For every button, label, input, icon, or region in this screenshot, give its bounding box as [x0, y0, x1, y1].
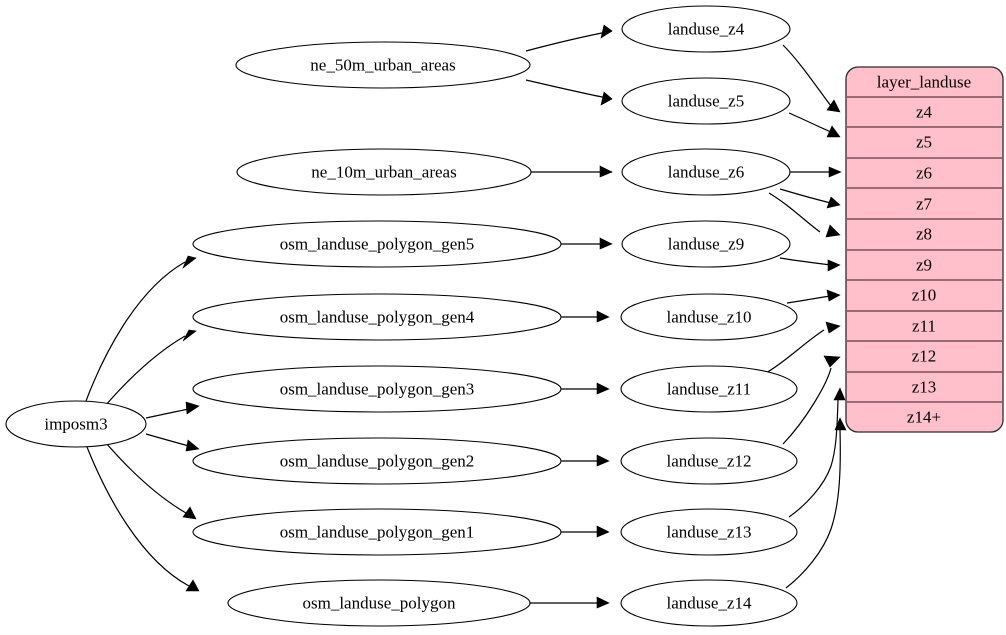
- table-row-z8[interactable]: z8: [916, 225, 932, 244]
- node-landuse-z9[interactable]: landuse_z9: [621, 220, 791, 268]
- node-landuse-z4[interactable]: landuse_z4: [621, 5, 791, 53]
- edge-imposm3-to-gen5: [85, 255, 197, 402]
- edge-ne10m-to-landuse-z6: [531, 165, 613, 178]
- node-landuse-z9-label: landuse_z9: [668, 235, 744, 254]
- edge-landuse-z14-to-row-z14plus: [785, 417, 847, 589]
- node-ne-10m-urban-areas-label: ne_10m_urban_areas: [311, 163, 456, 182]
- table-row-z12[interactable]: z12: [912, 347, 937, 366]
- node-landuse-z13[interactable]: landuse_z13: [620, 508, 798, 556]
- edge-imposm3-to-gen1: [105, 442, 197, 520]
- node-osm-landuse-polygon-gen3[interactable]: osm_landuse_polygon_gen3: [192, 365, 562, 413]
- node-ne-10m-urban-areas[interactable]: ne_10m_urban_areas: [236, 148, 532, 196]
- node-imposm3-label: imposm3: [44, 415, 107, 434]
- edge-imposm3-to-gen4: [104, 329, 197, 407]
- node-landuse-z4-label: landuse_z4: [668, 20, 745, 39]
- node-osm-landuse-polygon-gen2-label: osm_landuse_polygon_gen2: [280, 452, 475, 471]
- edge-landuse-z13-to-row-z13: [788, 387, 846, 518]
- table-row-z10[interactable]: z10: [912, 286, 937, 305]
- node-osm-landuse-polygon[interactable]: osm_landuse_polygon: [227, 579, 531, 627]
- node-landuse-z6[interactable]: landuse_z6: [621, 148, 791, 196]
- node-landuse-z5[interactable]: landuse_z5: [621, 77, 791, 125]
- edge-gen5-to-landuse-z9: [561, 237, 613, 250]
- edge-gen4-to-landuse-z10: [561, 310, 610, 323]
- table-row-z7[interactable]: z7: [916, 195, 933, 214]
- source-nodes-group: imposm3 ne_50m_urban_areas ne_10m_urban_…: [5, 41, 562, 627]
- edge-osmlanduse-to-landuse-z14: [530, 596, 610, 609]
- edge-gen2-to-landuse-z12: [561, 454, 610, 467]
- edges-layer: [85, 24, 847, 609]
- edge-gen1-to-landuse-z13: [561, 525, 610, 538]
- table-row-z4[interactable]: z4: [916, 103, 933, 122]
- edge-ne50m-to-landuse-z4: [525, 24, 613, 52]
- node-osm-landuse-polygon-gen5[interactable]: osm_landuse_polygon_gen5: [192, 220, 562, 268]
- node-ne-50m-urban-areas-label: ne_50m_urban_areas: [310, 56, 455, 75]
- table-header-label: layer_landuse: [877, 73, 971, 92]
- edge-landuse-z6-to-row-z6: [790, 166, 842, 178]
- edge-gen3-to-landuse-z11: [561, 382, 610, 395]
- edge-imposm3-to-osm-landuse-polygon: [86, 446, 200, 592]
- node-landuse-z11-label: landuse_z11: [667, 380, 751, 399]
- table-row-z11[interactable]: z11: [912, 317, 936, 336]
- edge-landuse-z5-to-row-z5: [788, 112, 841, 138]
- edge-landuse-z12-to-row-z12: [782, 355, 841, 445]
- node-osm-landuse-polygon-gen1[interactable]: osm_landuse_polygon_gen1: [192, 508, 562, 556]
- edge-landuse-z11-to-row-z11: [765, 321, 841, 374]
- node-landuse-z11[interactable]: landuse_z11: [620, 365, 798, 413]
- intermediate-nodes-group: landuse_z4 landuse_z5 landuse_z6 landuse…: [620, 5, 798, 627]
- node-landuse-z13-label: landuse_z13: [667, 523, 752, 542]
- layer-landuse-table[interactable]: layer_landuse z4 z5 z6 z7 z8 z9 z10 z11 …: [845, 66, 1004, 433]
- node-landuse-z10-label: landuse_z10: [667, 308, 752, 327]
- node-landuse-z12-label: landuse_z12: [667, 452, 752, 471]
- table-row-z14plus[interactable]: z14+: [907, 408, 941, 427]
- table-row-z5[interactable]: z5: [916, 133, 932, 152]
- edge-ne50m-to-landuse-z5: [525, 79, 613, 106]
- edge-landuse-z6-to-row-z8: [768, 192, 841, 238]
- node-landuse-z10[interactable]: landuse_z10: [620, 293, 798, 341]
- node-imposm3[interactable]: imposm3: [5, 400, 147, 448]
- table-row-z6[interactable]: z6: [916, 164, 932, 183]
- node-landuse-z12[interactable]: landuse_z12: [620, 437, 798, 485]
- node-landuse-z14[interactable]: landuse_z14: [620, 579, 798, 627]
- node-osm-landuse-polygon-gen1-label: osm_landuse_polygon_gen1: [280, 523, 475, 542]
- node-osm-landuse-polygon-gen4-label: osm_landuse_polygon_gen4: [280, 308, 475, 327]
- edge-landuse-z9-to-row-z9: [779, 257, 841, 272]
- node-landuse-z5-label: landuse_z5: [668, 92, 744, 111]
- node-osm-landuse-polygon-gen4[interactable]: osm_landuse_polygon_gen4: [192, 293, 562, 341]
- edge-imposm3-to-gen3: [145, 401, 200, 419]
- edge-landuse-z10-to-row-z10: [786, 289, 841, 304]
- table-row-z9[interactable]: z9: [916, 256, 932, 275]
- node-landuse-z14-label: landuse_z14: [667, 594, 752, 613]
- node-osm-landuse-polygon-gen5-label: osm_landuse_polygon_gen5: [280, 235, 475, 254]
- node-osm-landuse-polygon-gen2[interactable]: osm_landuse_polygon_gen2: [192, 437, 562, 485]
- edge-landuse-z6-to-row-z7: [779, 188, 841, 209]
- node-ne-50m-urban-areas[interactable]: ne_50m_urban_areas: [235, 41, 531, 89]
- node-osm-landuse-polygon-gen3-label: osm_landuse_polygon_gen3: [280, 380, 475, 399]
- edge-imposm3-to-gen2: [145, 433, 200, 452]
- edge-landuse-z4-to-row-z4: [782, 44, 841, 113]
- table-row-z13[interactable]: z13: [912, 378, 937, 397]
- node-landuse-z6-label: landuse_z6: [668, 163, 744, 182]
- node-osm-landuse-polygon-label: osm_landuse_polygon: [303, 594, 456, 613]
